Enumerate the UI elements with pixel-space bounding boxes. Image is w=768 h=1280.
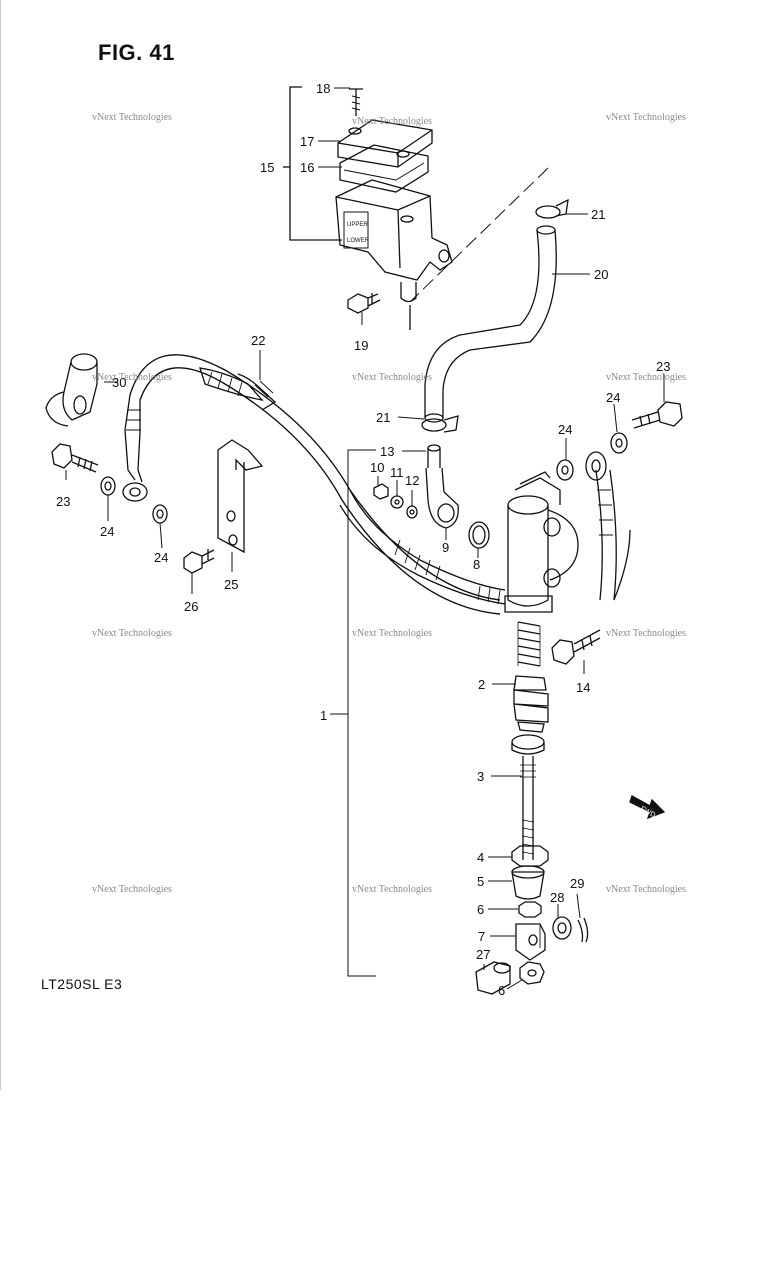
leader-lines	[65, 87, 665, 990]
callout-27: 27	[476, 947, 490, 962]
pushrod-assembly	[475, 621, 589, 995]
watermark-text: vNext Technologies	[352, 628, 432, 639]
callout-18: 18	[316, 81, 330, 96]
callout-21: 21	[591, 207, 605, 222]
watermark-text: vNext Technologies	[92, 884, 172, 895]
fwd-arrow	[629, 795, 666, 820]
watermark-text: vNext Technologies	[352, 116, 432, 127]
callout-3: 3	[477, 769, 484, 784]
callout-12: 12	[405, 473, 419, 488]
watermark-text: vNext Technologies	[352, 372, 432, 383]
watermark-text: vNext Technologies	[606, 112, 686, 123]
watermark-text: vNext Technologies	[92, 112, 172, 123]
connector-parts	[373, 444, 459, 529]
callout-10: 10	[370, 460, 384, 475]
callout-30: 30	[112, 375, 126, 390]
watermark-text: vNext Technologies	[606, 372, 686, 383]
watermark-text: vNext Technologies	[92, 372, 172, 383]
reservoir-hose	[411, 167, 569, 433]
callout-22: 22	[251, 333, 265, 348]
brake-hose	[122, 354, 631, 615]
clamp-30	[45, 353, 98, 427]
callout-15: 15	[260, 160, 274, 175]
watermark-text: vNext Technologies	[352, 884, 432, 895]
callout-7: 7	[478, 929, 485, 944]
callout-26: 26	[184, 599, 198, 614]
callout-6b: 6	[498, 983, 505, 998]
callout-24d: 24	[606, 390, 620, 405]
scan-edge	[0, 0, 1, 1090]
svg-text:UPPER: UPPER	[347, 222, 368, 228]
callout-23b: 23	[656, 359, 670, 374]
callout-16: 16	[300, 160, 314, 175]
model-code: LT250SL E3	[41, 976, 123, 992]
callout-8: 8	[473, 557, 480, 572]
callout-6: 6	[477, 902, 484, 917]
callout-23: 23	[56, 494, 70, 509]
callout-4: 4	[477, 850, 484, 865]
watermark-text: vNext Technologies	[606, 628, 686, 639]
callout-24: 24	[100, 524, 114, 539]
callout-19: 19	[354, 338, 368, 353]
watermark-text: vNext Technologies	[606, 884, 686, 895]
watermarks: vNext Technologies vNext Technologies vN…	[92, 112, 686, 895]
callout-24c: 24	[558, 422, 572, 437]
callout-2: 2	[478, 677, 485, 692]
callout-11: 11	[390, 465, 404, 480]
callout-29: 29	[570, 876, 584, 891]
callout-5: 5	[477, 874, 484, 889]
bolts-and-washers	[51, 401, 683, 665]
callout-25: 25	[224, 577, 238, 592]
callout-24b: 24	[154, 550, 168, 565]
bracket-25	[217, 439, 264, 554]
callout-13: 13	[380, 444, 394, 459]
callout-21b: 21	[376, 410, 390, 425]
callout-17: 17	[300, 134, 314, 149]
callout-1: 1	[320, 708, 327, 723]
callout-28: 28	[550, 890, 564, 905]
svg-text:LOWER: LOWER	[347, 238, 370, 244]
watermark-text: vNext Technologies	[92, 628, 172, 639]
callout-labels: 1 2 3 4 5 6 6 7 8 9 10 11 12 13 14 15 16…	[56, 81, 670, 998]
reservoir-assembly: UPPER LOWER	[283, 86, 453, 330]
figure-title: FIG. 41	[98, 40, 175, 65]
callout-9: 9	[442, 540, 449, 555]
callout-14: 14	[576, 680, 590, 695]
master-cylinder	[468, 471, 579, 613]
callout-20: 20	[594, 267, 608, 282]
